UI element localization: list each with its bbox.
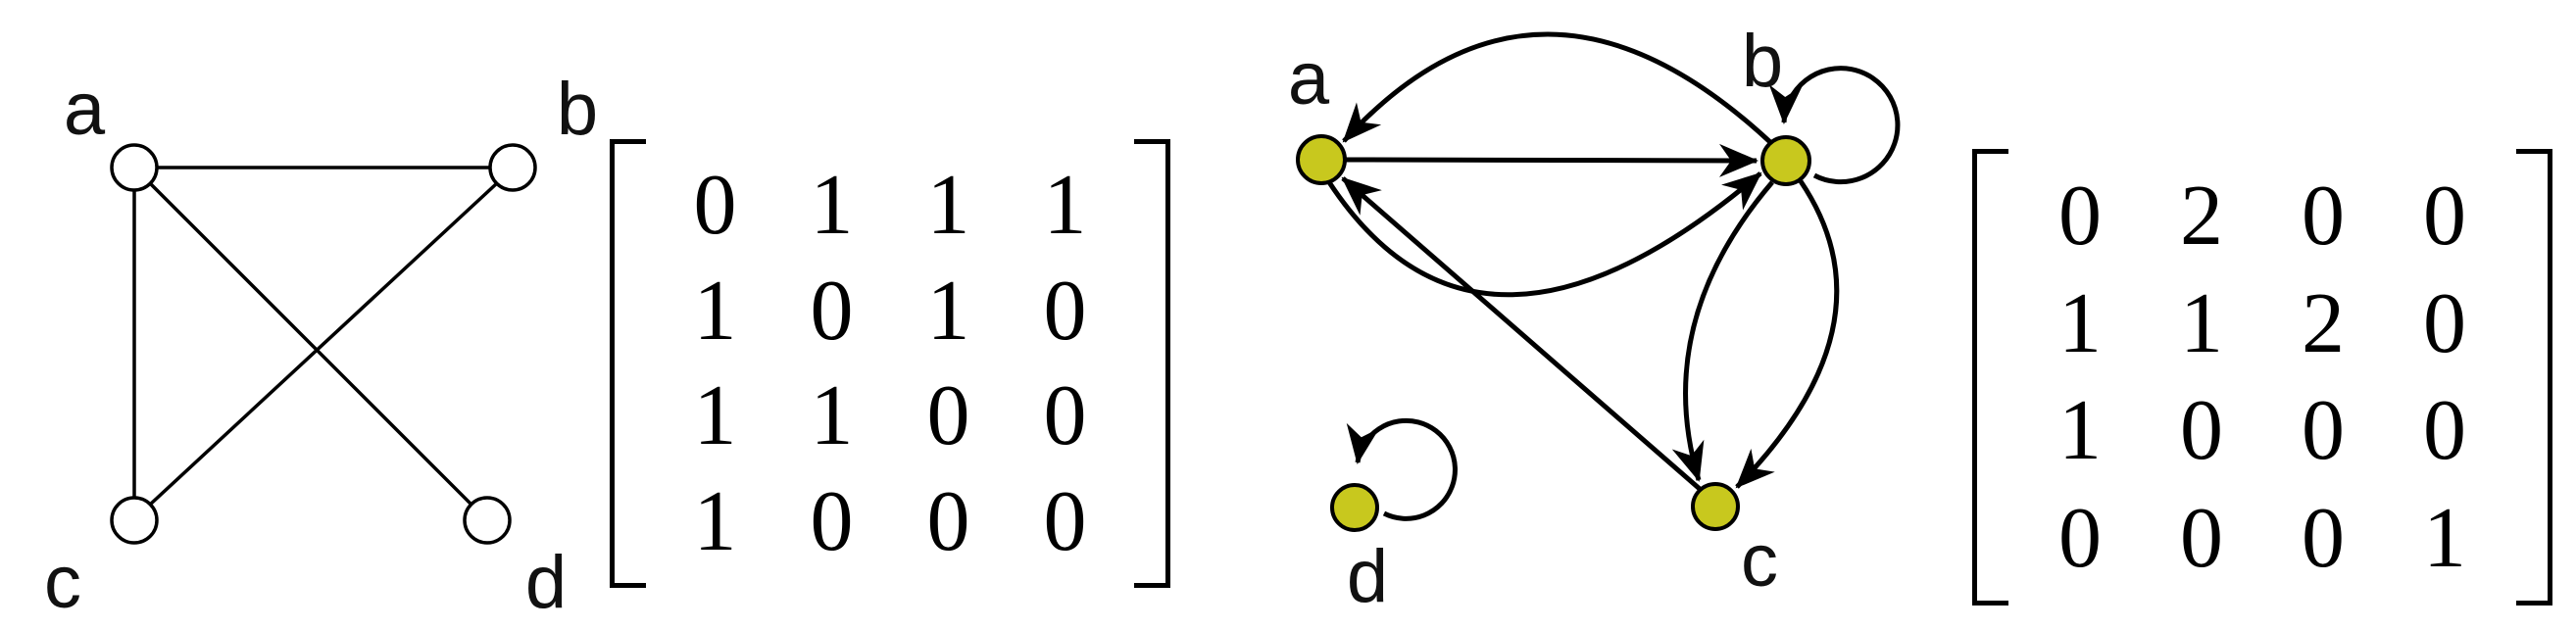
- matrix-cell: 2: [2302, 275, 2345, 371]
- matrix-cell: 0: [2058, 169, 2102, 265]
- matrix-cell: 1: [2058, 383, 2102, 479]
- vertex-a-label: a: [64, 68, 106, 151]
- edge-b-to-c-right-curve: [1735, 179, 1840, 489]
- matrix-cell: 1: [810, 368, 854, 464]
- edge-a-d: [148, 181, 473, 507]
- vertex-c-label: c: [44, 541, 81, 624]
- vertex-b-node: [1760, 135, 1811, 186]
- matrix-cell: 2: [2180, 169, 2223, 265]
- edge-b-to-c-left-curve: [1671, 180, 1774, 482]
- matrix-cell: 0: [2423, 383, 2466, 479]
- vertex-b-node: [488, 143, 537, 192]
- matrix-left-bracket: [610, 139, 646, 588]
- matrix-cell: 0: [2302, 169, 2345, 265]
- matrix-right-bracket: [1134, 139, 1170, 588]
- matrix-cell: 0: [2302, 383, 2345, 479]
- matrix-cell: 0: [1043, 263, 1087, 359]
- edge-c-to-a-straight: [1341, 176, 1702, 491]
- matrix-right-bracket: [2516, 149, 2552, 606]
- matrix-cell: 0: [926, 368, 970, 464]
- matrix-cell: 1: [693, 368, 737, 464]
- vertex-d-node: [463, 496, 512, 545]
- matrix-cell: 0: [1043, 368, 1087, 464]
- matrix-cell: 0: [810, 263, 854, 359]
- vertex-b-label: b: [557, 68, 598, 151]
- vertex-d-label: d: [525, 541, 567, 624]
- vertex-a-node: [110, 143, 159, 192]
- matrix-cell: 1: [2180, 275, 2223, 371]
- vertex-d-label: d: [1347, 535, 1388, 618]
- undirected-graph: a b c d: [44, 68, 598, 624]
- matrix-cell: 1: [693, 263, 737, 359]
- matrix-cell: 0: [2180, 383, 2223, 479]
- matrix-cell: 0: [926, 473, 970, 569]
- matrix-cell: 0: [2302, 490, 2345, 586]
- matrix-cell: 0: [2180, 490, 2223, 586]
- vertex-a-node: [1296, 134, 1347, 185]
- vertex-a-label: a: [1288, 37, 1330, 121]
- matrix-cell: 0: [1043, 473, 1087, 569]
- vertex-c-node: [1691, 482, 1740, 531]
- matrix-cell: 1: [926, 263, 970, 359]
- vertex-d-node: [1330, 483, 1379, 532]
- matrix-cell: 0: [2423, 275, 2466, 371]
- edge-a-to-b-straight: [1345, 143, 1759, 177]
- matrix-cell: 1: [1043, 158, 1087, 254]
- edge-b-self-loop: [1768, 66, 1901, 185]
- matrix-cell: 1: [926, 158, 970, 254]
- matrix-cell: 1: [693, 473, 737, 569]
- vertex-c-node: [110, 496, 159, 545]
- matrix-cell: 0: [810, 473, 854, 569]
- matrix-left-bracket: [1972, 149, 2008, 606]
- matrix-cell: 1: [2423, 490, 2466, 586]
- matrix-cell: 0: [2058, 490, 2102, 586]
- matrix-cell: 0: [693, 158, 737, 254]
- directed-multigraph: a b c d: [1288, 20, 1901, 618]
- vertex-b-label: b: [1742, 20, 1783, 103]
- vertex-c-label: c: [1741, 519, 1778, 603]
- edge-d-self-loop: [1346, 417, 1458, 521]
- matrix-cell: 1: [2058, 275, 2102, 371]
- matrix-cell: 0: [2423, 169, 2466, 265]
- matrix-cell: 1: [810, 158, 854, 254]
- edge-b-c: [148, 181, 499, 507]
- edge-a-to-b-curved: [1326, 171, 1762, 298]
- edge-b-to-a-arc: [1342, 31, 1773, 145]
